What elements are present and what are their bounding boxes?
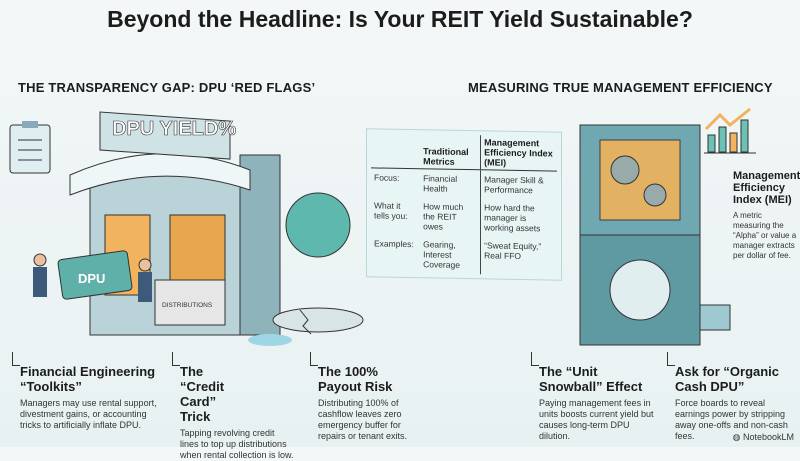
card-label: DPU [78, 271, 105, 286]
caption-title: Financial Engineering “Toolkits” [20, 364, 156, 394]
bracket-line [531, 352, 539, 366]
bracket-line [310, 352, 318, 366]
caption-financial-engineering: Financial Engineering “Toolkits” Managers… [12, 352, 170, 431]
table-row: Focus: Financial Health Manager Skill & Pe… [371, 168, 557, 200]
caption-text: Tapping revolving credit lines to top up… [180, 428, 294, 460]
snowball-icon [609, 259, 671, 321]
row-label: Focus: [374, 172, 400, 183]
col-traditional: Traditional Metrics [420, 134, 481, 170]
pipe-icon [699, 304, 731, 331]
distributions-box: DISTRIBUTIONS [154, 279, 226, 326]
mei-cell: How hard the manager is working assets [480, 198, 557, 238]
right-section-heading: MEASURING TRUE MANAGEMENT EFFICIENCY [468, 80, 773, 95]
traditional-cell: Financial Health [423, 173, 458, 194]
table-row: What it tells you: How much the REIT owes… [371, 196, 557, 238]
left-section-heading: THE TRANSPARENCY GAP: DPU ‘RED FLAGS’ [18, 80, 316, 95]
caption-title: The 100% Payout Risk [318, 364, 393, 394]
gear-icon [643, 183, 667, 207]
caption-title: Ask for “Organic Cash DPU” [675, 364, 780, 394]
mei-description: A metric measuring the “Alpha” or value … [733, 211, 797, 260]
bracket-line [12, 352, 20, 366]
transparency-gap-illustration: DPU YIELD% DPU DISTRIBUTIONS [9, 111, 364, 346]
col-mei: Management Efficiency Index (MEI) [480, 135, 557, 172]
box-label: DISTRIBUTIONS [162, 302, 213, 309]
bracket-line [172, 352, 180, 366]
caption-text: Managers may use rental support, divestm… [20, 398, 157, 430]
caption-organic-cash-dpu: Ask for “Organic Cash DPU” Force boards t… [667, 352, 793, 442]
caption-title: The “Credit Card” Trick [180, 364, 225, 424]
dpu-yield-sign: DPU YIELD% [99, 111, 237, 160]
dpu-card: DPU [57, 250, 133, 300]
mei-cell: Manager Skill & Performance [480, 169, 557, 200]
pie-payout [248, 192, 364, 346]
brand-name: NotebookLM [742, 432, 794, 442]
notebook-icon: ◍ [732, 432, 743, 442]
caption-title: The “Unit Snowball” Effect [539, 364, 643, 394]
mei-callout: Management Efficiency Index (MEI) A metr… [733, 170, 800, 261]
people-figures [33, 253, 152, 302]
col-label [371, 133, 421, 169]
row-label: Examples: [374, 238, 414, 250]
sign-text: DPU YIELD% [112, 118, 236, 140]
caption-text: Distributing 100% of cashflow leaves zer… [318, 398, 408, 441]
table-row: Examples: Gearing, Interest Coverage “Swea… [371, 234, 557, 276]
page-title: Beyond the Headline: Is Your REIT Yield … [107, 6, 693, 32]
efficiency-machine-illustration [579, 124, 731, 346]
caption-text: Force boards to reveal earnings power by… [675, 398, 788, 441]
gear-icon [610, 155, 640, 185]
mei-cell: “Sweat Equity,” Real FFO [480, 236, 557, 276]
brand-logo: ◍ NotebookLM [733, 432, 794, 443]
traditional-cell: Gearing, Interest Coverage [423, 239, 460, 270]
mei-title: Management Efficiency Index (MEI) [733, 170, 800, 206]
growth-chart-icon [704, 107, 756, 154]
row-label: What it tells you: [374, 200, 408, 222]
traditional-cell: How much the REIT owes [423, 201, 464, 232]
caption-text: Paying management fees in units boosts c… [539, 398, 654, 441]
bracket-line [667, 352, 675, 366]
clipboard-icon [9, 121, 51, 174]
